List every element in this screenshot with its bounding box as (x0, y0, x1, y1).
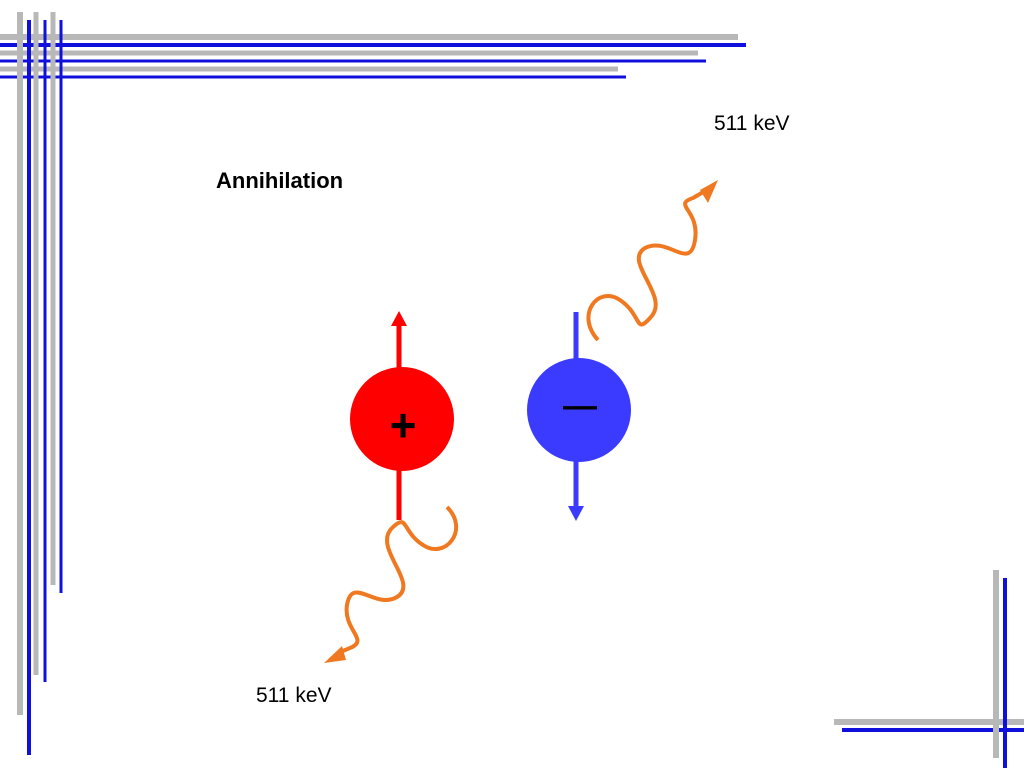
frame-bottom-right (834, 570, 1024, 768)
photon-bottom-arrowhead (324, 646, 346, 663)
photon-top-wave (586, 189, 707, 342)
slide-title: Annihilation (216, 168, 344, 193)
positron: + (350, 367, 454, 471)
photon-bottom-energy-label: 511 keV (256, 684, 332, 707)
photon-top-energy-label: 511 keV (714, 112, 790, 135)
electron-sign: — (563, 387, 597, 425)
photon-top-arrowhead (700, 180, 718, 203)
frame-top-left (0, 12, 746, 755)
electron: — (527, 358, 631, 462)
positron-sign: + (390, 399, 417, 451)
photon-bottom-wave (337, 505, 459, 655)
